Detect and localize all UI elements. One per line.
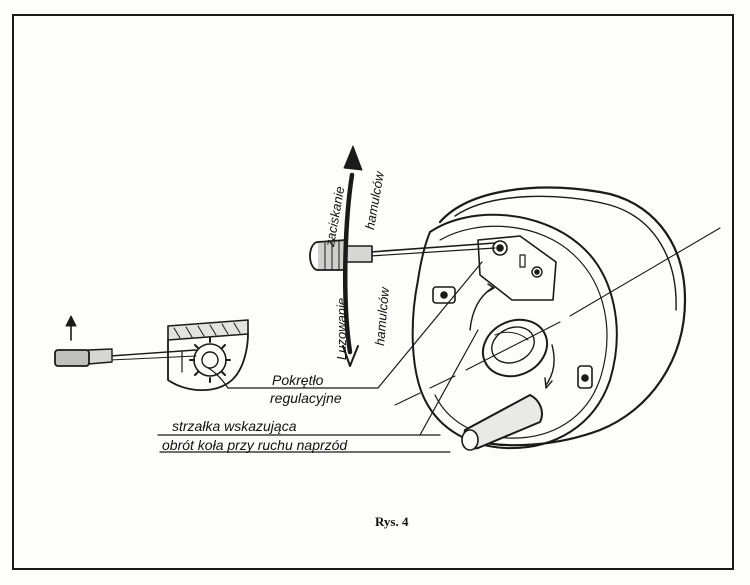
knob-label-line2: regulacyjne [270,390,342,406]
figure-frame [12,14,734,570]
arrow-label-line1: strzałka wskazująca [172,418,297,434]
knob-label-line1: Pokrętło [272,372,324,388]
arrow-label-line2: obrót koła przy ruchu naprzód [162,437,348,453]
detail-view [54,315,249,392]
leader-lines [157,261,483,453]
figure-caption: Rys. 4 [375,514,409,529]
brake-drum [394,186,721,451]
direction-arrow [342,145,363,367]
direction-label-lower-1: Luzowanie [334,297,349,360]
adjusting-tool [309,239,496,271]
